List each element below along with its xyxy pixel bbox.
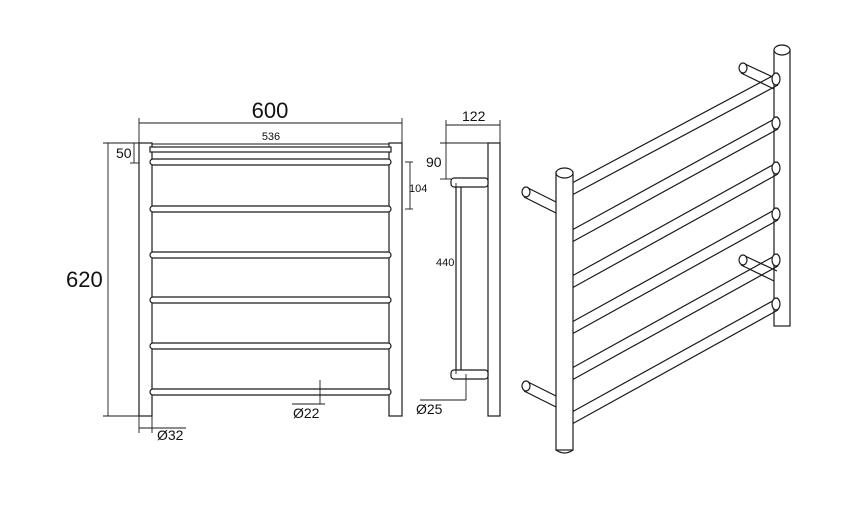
horizontal-bar bbox=[149, 388, 392, 396]
iso-front-bracket-end bbox=[521, 186, 531, 198]
iso-bar bbox=[571, 161, 779, 277]
iso-back-bracket-end bbox=[738, 254, 748, 266]
iso-bar bbox=[571, 128, 779, 243]
bar-spacing-label: 104 bbox=[409, 183, 427, 195]
top-bracket bbox=[450, 177, 489, 188]
bottom-bracket bbox=[450, 369, 489, 380]
bar-diameter-label: Ø22 bbox=[293, 405, 320, 421]
iso-bar bbox=[571, 265, 779, 381]
side-view: 122 90 440 Ø25 bbox=[416, 108, 501, 417]
iso-front-rail bbox=[555, 171, 574, 451]
side-rail-diameter-label: Ø32 bbox=[157, 427, 184, 443]
right-side-rail bbox=[388, 142, 403, 417]
iso-bar bbox=[571, 84, 779, 196]
side-view-rail bbox=[487, 142, 501, 417]
bracket-spacing-label: 440 bbox=[436, 257, 454, 269]
bracket-diameter-label: Ø25 bbox=[416, 401, 443, 417]
iso-bar bbox=[571, 297, 779, 413]
left-side-rail bbox=[138, 142, 153, 417]
iso-front-bracket-end bbox=[521, 380, 531, 392]
iso-bar bbox=[571, 253, 779, 369]
horizontal-bar bbox=[149, 251, 392, 259]
horizontal-bar bbox=[149, 158, 392, 166]
iso-bar bbox=[571, 219, 779, 335]
iso-bars bbox=[571, 72, 781, 425]
horizontal-bar bbox=[149, 296, 392, 304]
top-bracket-offset-label: 90 bbox=[426, 154, 442, 170]
iso-bar bbox=[571, 207, 779, 323]
iso-bar bbox=[571, 72, 779, 184]
iso-bar-end bbox=[771, 161, 781, 175]
depth-label: 122 bbox=[462, 108, 486, 124]
iso-front-bracket bbox=[527, 381, 559, 398]
top-offset-label: 50 bbox=[116, 145, 132, 161]
iso-bar-end bbox=[771, 253, 781, 267]
inner-width-label: 536 bbox=[262, 131, 280, 143]
iso-back-bracket bbox=[740, 72, 775, 90]
iso-front-bracket bbox=[523, 196, 557, 214]
iso-front-rail-cap bbox=[555, 167, 574, 179]
iso-bar bbox=[571, 309, 779, 425]
iso-bar bbox=[571, 173, 779, 289]
iso-front-rail-bottom bbox=[555, 449, 574, 454]
iso-bar-end bbox=[771, 116, 781, 130]
horizontal-bar bbox=[149, 205, 392, 213]
overall-width-label: 600 bbox=[252, 98, 289, 123]
top-bar bbox=[149, 146, 392, 153]
iso-bar bbox=[571, 116, 779, 231]
iso-back-bracket bbox=[740, 264, 775, 282]
iso-front-bracket bbox=[527, 187, 559, 204]
overall-height-label: 620 bbox=[66, 267, 103, 292]
iso-front-bracket bbox=[523, 390, 557, 408]
iso-bar-end bbox=[771, 297, 781, 311]
iso-bar-end bbox=[771, 72, 781, 86]
horizontal-bar bbox=[149, 342, 392, 350]
front-view: 600 536 620 50 104 Ø22 Ø32 bbox=[66, 98, 427, 443]
iso-bar-end bbox=[771, 207, 781, 221]
isometric-view bbox=[521, 44, 791, 454]
iso-back-rail-cap bbox=[773, 44, 791, 56]
iso-back-bracket-end bbox=[738, 62, 748, 74]
iso-back-rail bbox=[773, 49, 791, 327]
